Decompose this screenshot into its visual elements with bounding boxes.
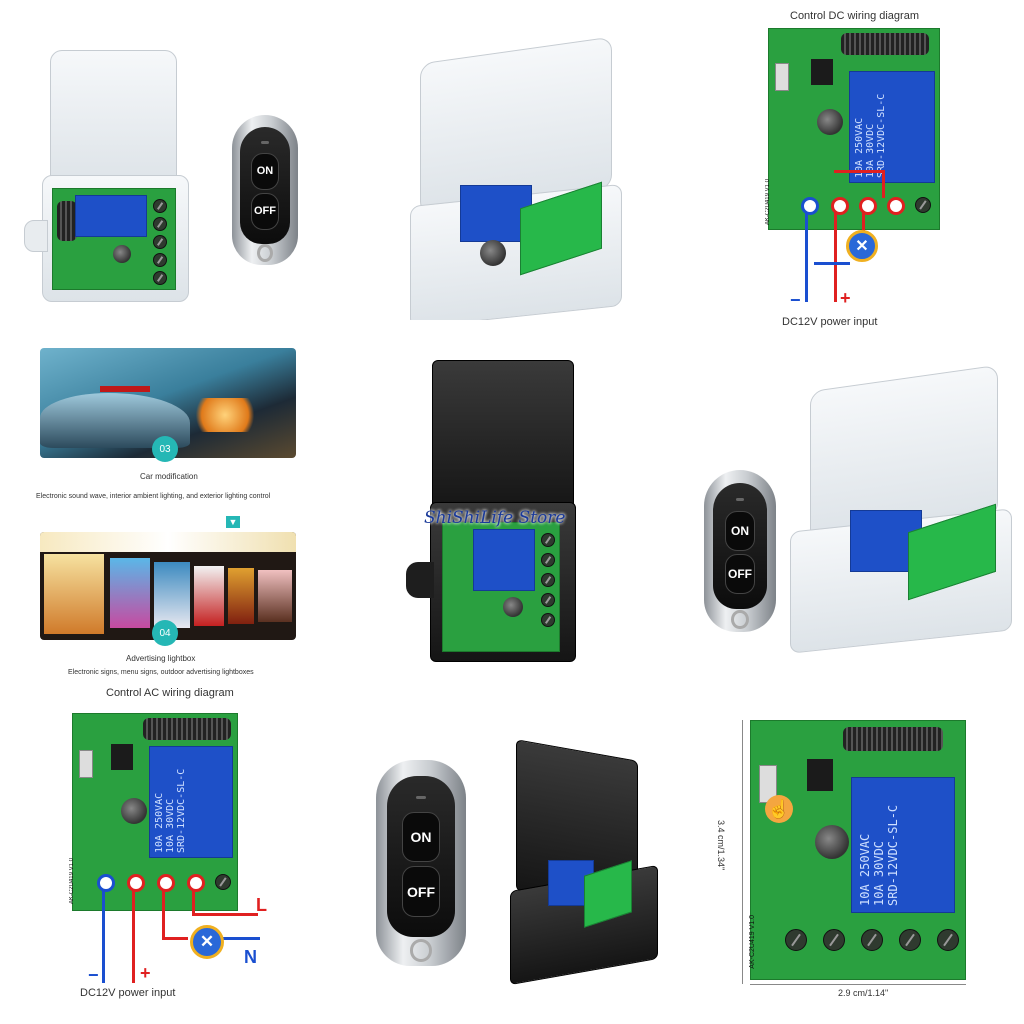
application-advertising-lightbox: ▼ 04 Advertising lightbox Electronic sig… [0, 510, 340, 690]
remote-off-button: OFF [724, 553, 756, 594]
remote-off-button: OFF [250, 192, 280, 230]
lamp-icon: ✕ [846, 230, 878, 262]
remote-control: ON OFF [704, 470, 776, 632]
receiver-board [52, 188, 176, 290]
lightbox-photo [40, 532, 296, 640]
relay-module [75, 195, 147, 237]
relay-module [473, 529, 535, 591]
board-dimensions-diagram: 3.4 cm/1.34" 2.9 cm/1.14" ☝ 10A 250VAC 1… [708, 710, 1024, 1010]
watermark: ShiShiLife Store [424, 508, 566, 528]
relay-module: 10A 250VAC 10A 30VDC SRD-12VDC-SL-C [149, 746, 233, 858]
antenna-coil [143, 718, 231, 740]
remote-on-button: ON [724, 510, 756, 551]
receiver-board [442, 522, 560, 652]
ac-power-label: DC12V power input [80, 987, 176, 999]
product-photo-black-box: ShiShiLife Store [400, 350, 620, 670]
learn-button [775, 63, 789, 91]
ac-wiring-diagram: Control AC wiring diagram 10A 250VAC 10A… [40, 685, 340, 1015]
ac-diagram-title: Control AC wiring diagram [106, 687, 234, 699]
remote-off-button: OFF [401, 866, 441, 917]
terminal-nc [859, 197, 877, 215]
terminal-com [187, 874, 205, 892]
dc-power-label: DC12V power input [782, 316, 878, 328]
application-car-modification: 03 Car modification Electronic sound wav… [0, 340, 340, 510]
ac-neutral-label: N [244, 947, 257, 967]
antenna-coil [843, 727, 943, 751]
board-model: AK-C2U419 V1.0 [69, 858, 75, 905]
remote-control: ON OFF [376, 760, 466, 966]
clear-case-lid [50, 50, 177, 187]
remote-on-button: ON [401, 811, 441, 863]
application-description: Electronic signs, menu signs, outdoor ad… [68, 669, 254, 676]
application-title: Car modification [140, 472, 198, 481]
dc-wiring-diagram: Control DC wiring diagram 10A 250VAC 10A… [740, 0, 1024, 340]
pointing-hand-icon: ☝ [765, 795, 793, 823]
product-photo-remote-and-open-box: ON OFF [690, 360, 1024, 660]
ac-minus-sign: − [88, 965, 99, 985]
product-photo-clear-box-and-remote: ON OFF [20, 40, 320, 310]
mounting-tab [406, 562, 434, 598]
relay-module: 10A 250VAC 10A 30VDC SRD-12VDC-SL-C [851, 777, 955, 913]
receiver-board: 10A 250VAC 10A 30VDC SRD-12VDC-SL-C AK-C… [765, 28, 940, 230]
dc-plus-sign: + [840, 288, 851, 308]
terminal-negative [801, 197, 819, 215]
board-model: AK-C2U419 V1.0 [749, 915, 756, 969]
ac-line-label: L [256, 895, 267, 915]
height-dimension-label: 3.4 cm/1.34" [716, 820, 726, 871]
width-dimension-line [750, 984, 966, 985]
board-model: AK-C2U419 V1.0 [765, 179, 771, 226]
height-dimension-line [742, 720, 743, 984]
remote-on-button: ON [250, 152, 280, 190]
lamp-icon: ✕ [190, 925, 224, 959]
ac-plus-sign: + [140, 963, 151, 983]
black-case-lid [432, 360, 574, 512]
terminal-com [887, 197, 905, 215]
receiver-board: ☝ 10A 250VAC 10A 30VDC SRD-12VDC-SL-C AK… [749, 720, 966, 980]
learn-button [79, 750, 93, 778]
width-dimension-label: 2.9 cm/1.14" [838, 988, 889, 998]
application-title: Advertising lightbox [126, 654, 196, 663]
relay-module: 10A 250VAC 10A 30VDC SRD-12VDC-SL-C [849, 71, 935, 183]
dc-diagram-title: Control DC wiring diagram [790, 10, 919, 22]
terminal-positive [831, 197, 849, 215]
receiver-board: 10A 250VAC 10A 30VDC SRD-12VDC-SL-C AK-C… [69, 713, 238, 911]
antenna-coil [841, 33, 929, 55]
chevron-down-icon: ▼ [226, 516, 240, 528]
badge-number: 03 [152, 436, 178, 462]
dc-minus-sign: − [790, 290, 801, 310]
application-description: Electronic sound wave, interior ambient … [36, 493, 271, 500]
terminal-nc [157, 874, 175, 892]
product-photo-remote-and-black-box: ON OFF [370, 730, 670, 1020]
remote-control: ON OFF [232, 115, 298, 265]
antenna-coil [57, 201, 77, 241]
terminal-positive [127, 874, 145, 892]
mounting-tab [24, 220, 48, 252]
product-photo-clear-box-open [390, 30, 650, 320]
badge-number: 04 [152, 620, 178, 646]
terminal-negative [97, 874, 115, 892]
